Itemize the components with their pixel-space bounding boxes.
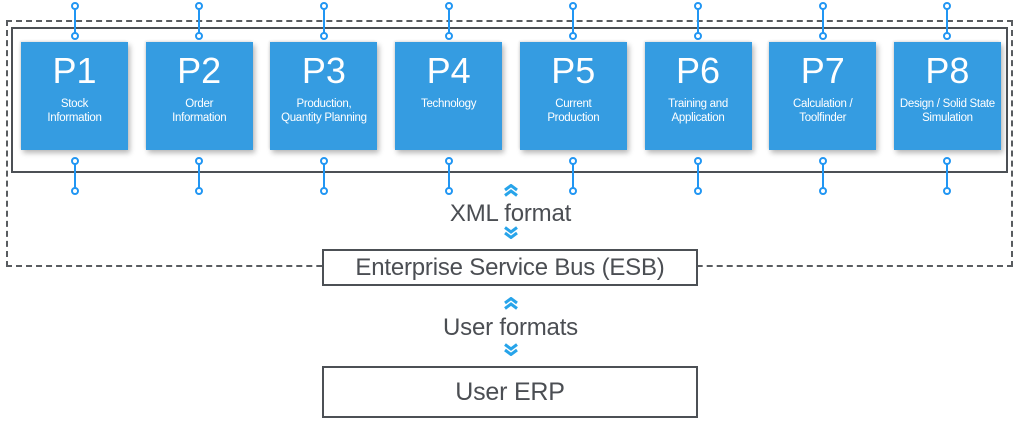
connector-dot-icon [943,157,952,165]
connector-dot-icon [569,32,578,40]
connector-dot-icon [444,2,453,10]
chevron-up-icon [503,183,519,197]
user-formats-label: User formats [443,314,578,341]
user-erp-label: User ERP [455,377,565,406]
process-label: Production, Quantity Planning [281,98,367,124]
process-box-p1: P1 Stock Information [21,2,128,195]
process-id: P8 [925,50,970,91]
esb-box: Enterprise Service Bus (ESB) [322,249,698,286]
connector-pin-bottom-icon [818,157,827,195]
process-id: P5 [551,50,596,91]
process-label: Design / Solid State Simulation [899,98,995,124]
process-box: P6 Training and Application [644,42,752,150]
connector-dot-icon [694,2,703,10]
chevron-down-icon [503,343,519,357]
process-box: P7 Calculation / Toolfinder [769,42,877,150]
process-box: P3 Production, Quantity Planning [270,42,378,150]
process-box-p2: P2 Order Information [145,2,253,195]
process-row: P1 Stock Information P2 Order Informatio… [21,2,1001,195]
connector-pin-top-icon [694,2,703,40]
process-box: P8 Design / Solid State Simulation [893,42,1001,150]
connector-pin-top-icon [943,2,952,40]
chevron-up-icon [503,296,519,310]
connector-dot-icon [319,187,328,195]
connector-pin-top-icon [818,2,827,40]
connector-pin-bottom-icon [195,157,204,195]
connector-pin-bottom-icon [569,157,578,195]
connector-dot-icon [444,187,453,195]
connector-dot-icon [818,187,827,195]
connector-dot-icon [694,157,703,165]
process-id: P6 [675,50,721,91]
connector-pin-bottom-icon [319,157,328,195]
process-label: Training and Application [668,98,728,124]
process-label: Technology [421,98,477,110]
connector-dot-icon [818,2,827,10]
xml-format-label: XML format [449,200,572,227]
connector-pin-bottom-icon [444,157,453,195]
connector-dot-icon [694,32,703,40]
connector-dot-icon [818,157,827,165]
connector-pin-top-icon [70,2,79,40]
process-box: P2 Order Information [145,42,253,150]
connector-dot-icon [195,32,204,40]
connector-dot-icon [319,2,328,10]
connector-dot-icon [569,187,578,195]
process-box-p7: P7 Calculation / Toolfinder [769,2,877,195]
process-box: P5 Current Production [519,42,627,150]
process-id: P4 [426,50,471,91]
connector-dot-icon [444,157,453,165]
connector-dot-icon [694,187,703,195]
connector-dot-icon [70,157,79,165]
process-box: P4 Technology [395,42,503,150]
connector-dot-icon [195,187,204,195]
process-label: Stock Information [47,98,102,124]
connector-pin-bottom-icon [70,157,79,195]
process-id: P7 [800,50,845,91]
connector-dot-icon [195,2,204,10]
process-box-p4: P4 Technology [395,2,503,195]
process-id: P2 [177,50,222,91]
process-label: Current Production [547,98,600,124]
connector-dot-icon [70,187,79,195]
connector-dot-icon [569,2,578,10]
connector-dot-icon [319,157,328,165]
connector-dot-icon [319,32,328,40]
connector-dot-icon [70,2,79,10]
connector-dot-icon [818,32,827,40]
process-id: P1 [52,50,97,91]
user-erp-box: User ERP [322,366,698,418]
process-box: P1 Stock Information [21,42,128,150]
connector-pin-top-icon [319,2,328,40]
connector-dot-icon [195,157,204,165]
process-box-p3: P3 Production, Quantity Planning [270,2,378,195]
connector-pin-top-icon [195,2,204,40]
process-label: Order Information [172,98,227,124]
connector-dot-icon [943,187,952,195]
connector-dot-icon [943,32,952,40]
connector-pin-top-icon [444,2,453,40]
connector-pin-bottom-icon [943,157,952,195]
connector-dot-icon [444,32,453,40]
esb-label: Enterprise Service Bus (ESB) [355,253,665,281]
process-box-p6: P6 Training and Application [644,2,752,195]
process-label: Calculation / Toolfinder [793,98,853,124]
connector-pin-top-icon [569,2,578,40]
process-id: P3 [301,50,346,91]
connector-dot-icon [569,157,578,165]
process-box-p8: P8 Design / Solid State Simulation [893,2,1001,195]
connector-dot-icon [70,32,79,40]
connector-pin-bottom-icon [694,157,703,195]
connector-dot-icon [943,2,952,10]
process-box-p5: P5 Current Production [519,2,627,195]
chevron-down-icon [503,226,519,240]
